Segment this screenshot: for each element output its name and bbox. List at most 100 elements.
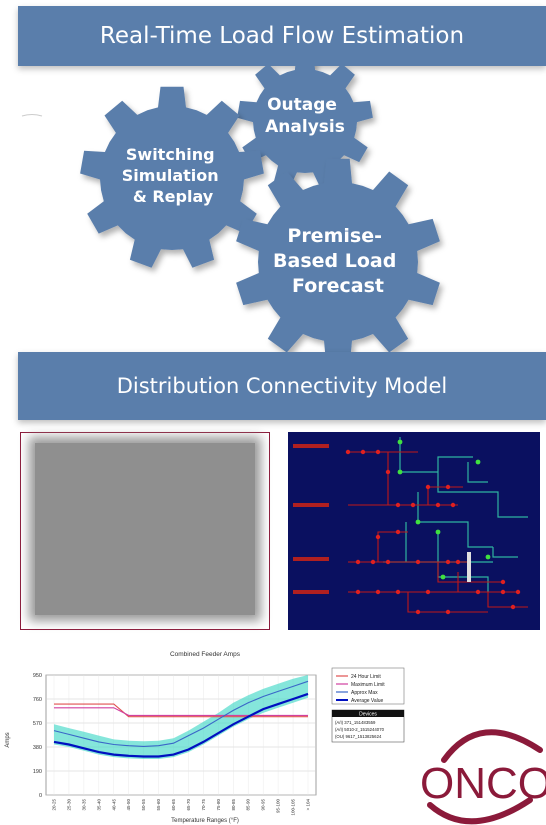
x-tick-label: 70-75 xyxy=(201,799,206,811)
top-banner-title: Real-Time Load Flow Estimation xyxy=(99,23,465,49)
legend-label: Maximum Limit xyxy=(351,682,385,688)
y-tick-label: 0 xyxy=(39,793,42,799)
gear-diagram: Outage Analysis Switching Simulation & R… xyxy=(21,66,440,356)
red-node xyxy=(425,589,431,595)
red-node xyxy=(500,589,506,595)
outage-gear-label: Outage Analysis xyxy=(265,95,345,137)
x-tick-label: 40-45 xyxy=(111,799,116,811)
x-tick-label: 80-85 xyxy=(231,799,236,811)
value-band-area xyxy=(54,675,308,759)
red-node xyxy=(410,502,416,508)
switching-gear-label: Switching Simulation & Replay xyxy=(122,145,224,206)
logo-swoosh-bottom xyxy=(427,797,533,825)
bottom-banner: Distribution Connectivity Model xyxy=(18,352,546,420)
series-line xyxy=(54,707,308,716)
oneline-nodes xyxy=(345,439,521,615)
oneline-teal-feeders xyxy=(383,437,528,592)
x-tick-label: 20-25 xyxy=(52,799,57,811)
series-line xyxy=(53,692,309,758)
oneline-labels xyxy=(293,444,329,594)
legend-label: Approx Max xyxy=(351,690,378,696)
red-node xyxy=(445,609,451,615)
y-tick-label: 760 xyxy=(33,697,42,703)
stray-mark xyxy=(21,114,43,117)
gear-shape xyxy=(237,66,373,188)
devices-box: Devices (A/I) 371_151483559 (A/I) 5010-2… xyxy=(331,709,405,743)
red-node xyxy=(355,559,361,565)
premise-gear-label: Premise- Based Load Forecast xyxy=(273,225,403,297)
x-tick-label: 25-30 xyxy=(66,799,71,811)
green-node xyxy=(435,529,441,535)
switching-gear-line: & Replay xyxy=(133,187,214,206)
logo-wordmark: ONCO xyxy=(420,759,546,808)
logo-swoosh-top xyxy=(441,729,543,763)
devices-box-header xyxy=(332,710,404,717)
red-node xyxy=(510,604,516,610)
red-node xyxy=(345,449,351,455)
feeder-tag xyxy=(293,590,329,594)
x-tick-label: > 104 xyxy=(306,799,311,811)
x-tick-label: 75-80 xyxy=(216,799,221,811)
company-logo: ONCO xyxy=(420,729,546,825)
red-node xyxy=(415,609,421,615)
blank-image-frame xyxy=(20,432,270,630)
outage-gear-line: Analysis xyxy=(265,117,345,137)
red-node xyxy=(435,502,441,508)
chart-ylabel: Amps xyxy=(5,732,11,747)
feeder-tag xyxy=(293,557,329,561)
red-node xyxy=(375,449,381,455)
y-tick-label: 190 xyxy=(33,769,42,775)
bottom-banner-title: Distribution Connectivity Model xyxy=(116,374,448,398)
x-tick-label: 90-95 xyxy=(261,799,266,811)
legend-frame xyxy=(331,667,405,705)
red-node xyxy=(500,579,506,585)
x-tick-label: 85-90 xyxy=(246,799,251,811)
x-tick-label: 100-105 xyxy=(291,799,296,816)
x-tick-label: 65-70 xyxy=(186,799,191,811)
series-line xyxy=(54,703,308,718)
switching-simulation-gear xyxy=(80,86,264,268)
red-node xyxy=(355,589,361,595)
top-banner: Real-Time Load Flow Estimation xyxy=(18,6,546,66)
red-node xyxy=(475,589,481,595)
premise-load-forecast-gear xyxy=(236,158,440,356)
chart-xlabel: Temperature Ranges (°F) xyxy=(171,818,239,824)
network-oneline-diagram xyxy=(288,432,540,630)
y-tick-label: 950 xyxy=(33,673,42,679)
red-node xyxy=(455,559,461,565)
series-line xyxy=(53,680,309,747)
devices-box-title: Devices xyxy=(359,712,377,718)
x-tick-label: 45-50 xyxy=(126,799,131,811)
green-node xyxy=(415,519,421,525)
feeder-tag xyxy=(293,503,329,507)
red-node xyxy=(370,559,376,565)
red-node xyxy=(385,559,391,565)
red-node xyxy=(425,484,431,490)
feeder-amps-chart: Combined Feeder Amps Temperature Ranges … xyxy=(0,640,410,825)
green-node xyxy=(485,554,491,560)
red-node xyxy=(415,559,421,565)
red-node xyxy=(445,484,451,490)
red-node xyxy=(375,589,381,595)
switching-gear-line: Switching xyxy=(126,145,215,164)
x-tick-label: 50-55 xyxy=(141,799,146,811)
chart-series-lines xyxy=(53,680,309,758)
oneline-white-lines xyxy=(467,552,471,582)
devices-row: (OU) 9617_1513825624 xyxy=(335,734,382,739)
red-node xyxy=(395,589,401,595)
x-tick-label: 95-100 xyxy=(276,799,281,814)
gear-shape xyxy=(80,86,264,268)
red-node xyxy=(450,502,456,508)
red-node xyxy=(515,589,521,595)
x-tick-label: 55-60 xyxy=(156,799,161,811)
switching-gear-line: Simulation xyxy=(122,166,219,185)
outage-analysis-gear xyxy=(237,66,373,188)
premise-gear-line: Based Load xyxy=(273,250,396,272)
devices-row: (A/I) 5010-2_1515244070 xyxy=(335,727,385,732)
y-tick-label: 570 xyxy=(33,721,42,727)
feeder-tag xyxy=(293,444,329,448)
devices-row: (A/I) 371_151483559 xyxy=(335,720,376,725)
